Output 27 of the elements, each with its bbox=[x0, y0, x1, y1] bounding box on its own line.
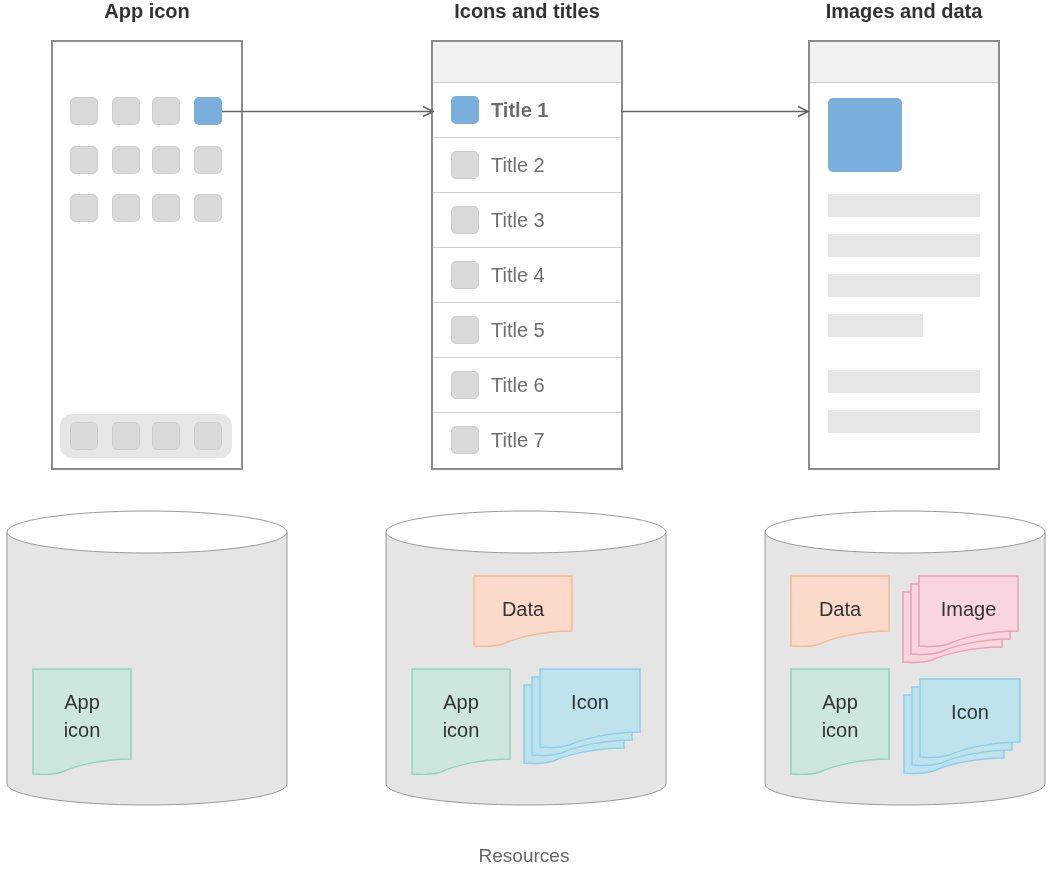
document-label: Data bbox=[818, 597, 862, 622]
screen-heading: Images and data bbox=[825, 0, 983, 23]
caption-text: Resources bbox=[478, 845, 570, 867]
row-title: Title 4 bbox=[491, 263, 545, 287]
document bbox=[411, 668, 511, 775]
row-title: Title 7 bbox=[491, 428, 545, 452]
document-label: Icon bbox=[571, 690, 609, 715]
screen-heading: App icon bbox=[104, 0, 190, 23]
arrow bbox=[620, 105, 809, 118]
row-title: Title 1 bbox=[491, 98, 549, 122]
screen-heading: Icons and titles bbox=[454, 0, 600, 23]
row-title: Title 6 bbox=[491, 373, 545, 397]
document bbox=[473, 575, 573, 647]
document bbox=[32, 668, 132, 775]
document-label: Data bbox=[501, 597, 545, 622]
document-label: App icon bbox=[820, 690, 860, 743]
row-title: Title 3 bbox=[491, 208, 545, 232]
row-title: Title 2 bbox=[491, 153, 545, 177]
document bbox=[790, 668, 890, 775]
document-label: Icon bbox=[951, 700, 989, 725]
document-label: App icon bbox=[62, 690, 102, 743]
app-icon bbox=[194, 97, 222, 125]
document-label: App icon bbox=[441, 690, 481, 743]
row-title: Title 5 bbox=[491, 318, 545, 342]
document bbox=[790, 575, 890, 647]
arrow bbox=[221, 105, 434, 118]
document-label: Image bbox=[940, 597, 997, 622]
